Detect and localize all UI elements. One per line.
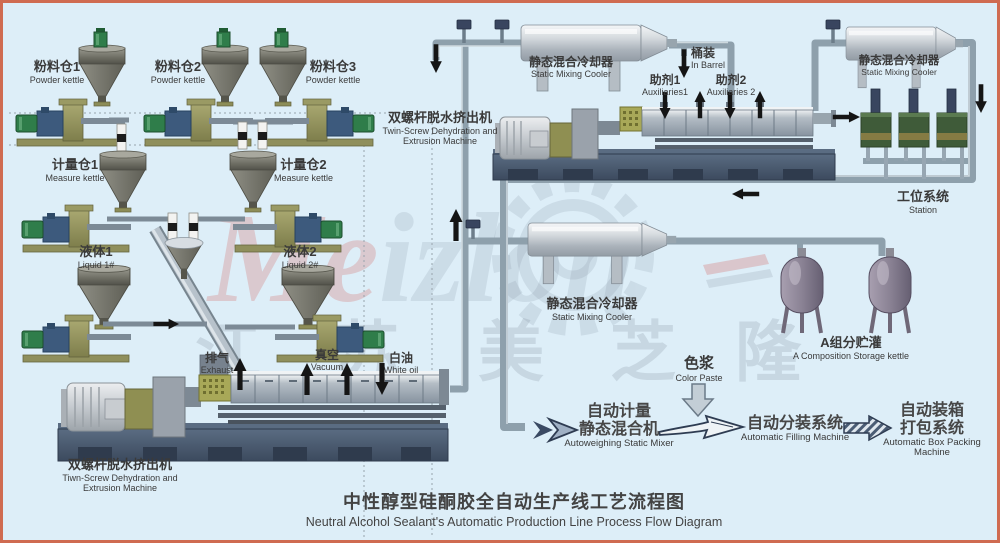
sketch-arrow-3 (843, 414, 893, 442)
label-autoweighing-mixer: 自动计量 静态混合机 Autoweighing Static Mixer (564, 403, 674, 449)
chute (116, 123, 127, 152)
sketch-arrow-1 (533, 416, 580, 444)
sketch-arrow-2 (657, 414, 747, 440)
powder-kettle-2 (143, 27, 254, 147)
bottom-extruder (57, 369, 449, 462)
a-storage-vessel (867, 246, 913, 335)
station-legs (866, 145, 964, 179)
label-box-packing: 自动装箱 打包系统 Automatic Box Packing Machine (883, 402, 981, 459)
diagram-title: 中性醇型硅酮胶全自动生产线工艺流程图 Neutral Alcohol Seala… (305, 492, 723, 529)
powder-kettle-3 (259, 27, 375, 147)
valves (456, 19, 841, 239)
diagram-graphics: Meizlon 江 苏 美 芝 隆 (9, 19, 987, 538)
label-bottom-extruder: 双螺杆脱水挤出机 Tiwn-Screw Dehydration and Extr… (62, 457, 178, 493)
chute (188, 212, 199, 241)
chute (167, 212, 178, 241)
station-unit (860, 88, 892, 148)
svg-text:芝: 芝 (610, 315, 676, 389)
chute (257, 121, 268, 150)
funnel (164, 237, 204, 279)
liquid-tank-1 (21, 264, 132, 363)
station-unit (936, 88, 968, 148)
station-unit (898, 88, 930, 148)
svg-text:隆: 隆 (735, 315, 802, 389)
chute (237, 121, 248, 150)
powder-kettle-1 (15, 27, 126, 147)
label-top-extruder: 双螺杆脱水挤出机 Twin-Screw Dehydration and Extr… (382, 110, 498, 146)
svg-text:美: 美 (478, 315, 544, 389)
color-paste-arrow (681, 383, 715, 418)
